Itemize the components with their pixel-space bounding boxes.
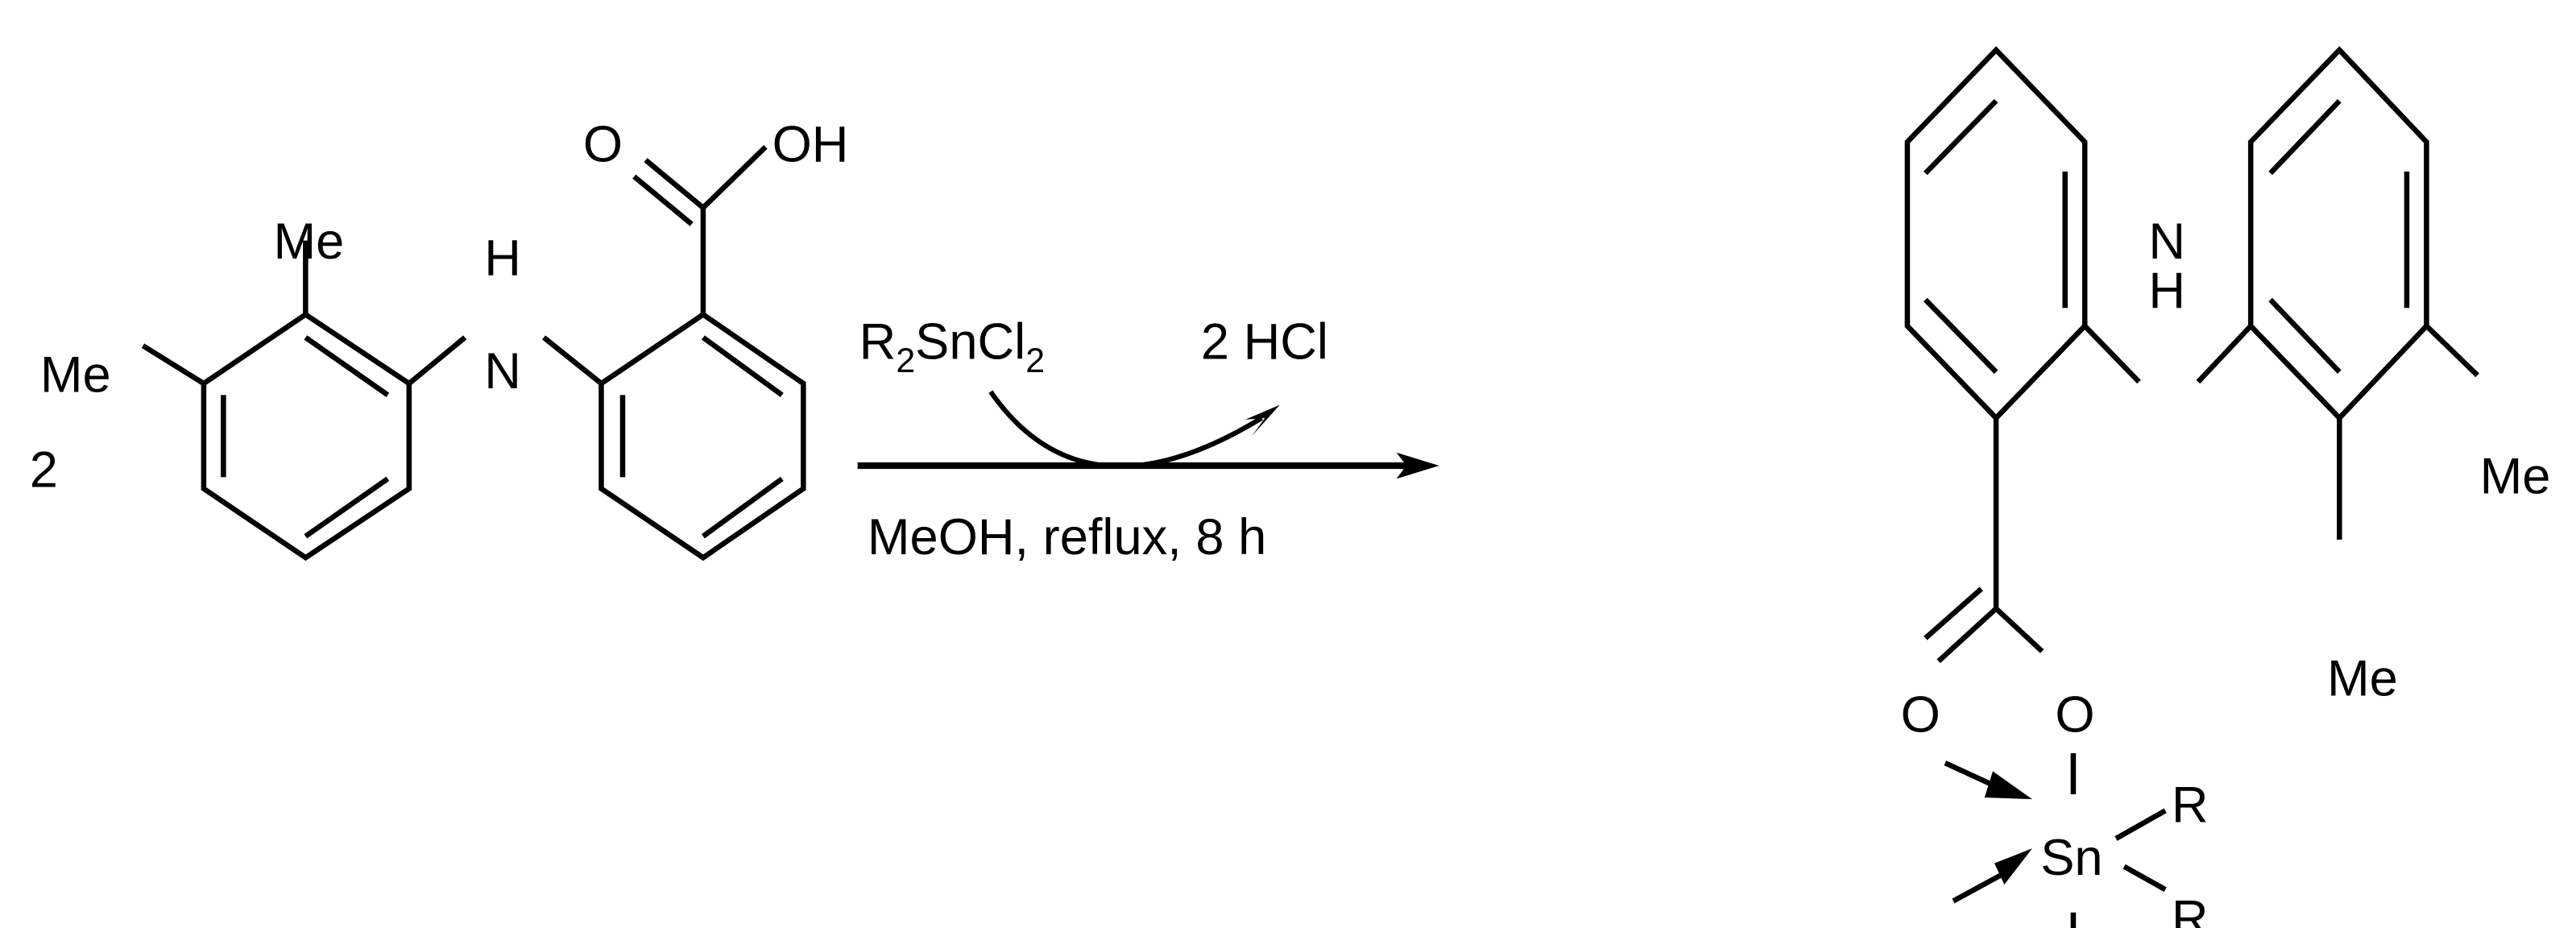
- main-arrow-head: [1396, 452, 1439, 479]
- amine-n-label: N: [484, 343, 521, 400]
- top-carbonyl-o-label: O: [1901, 686, 1940, 743]
- sn-r-bond-top: [2114, 808, 2167, 841]
- methyl-label-left: Me: [40, 346, 111, 403]
- bottom-coordination-arrow: [1952, 868, 2009, 904]
- hydroxyl-label: OH: [772, 117, 849, 173]
- conditions-label: MeOH, reflux, 8 h: [868, 509, 1266, 566]
- reactant-benzoic-ring: [542, 145, 806, 561]
- reactant-xylyl-ring: [141, 240, 467, 561]
- top-xylyl-ring: [2196, 46, 2479, 540]
- top-methyl-ortho-label: Me: [2327, 651, 2398, 707]
- curved-arrow-head: [1245, 404, 1280, 437]
- amine-h-label: H: [484, 230, 521, 286]
- carbonyl-o-label: O: [583, 117, 623, 173]
- top-amine-h-label: H: [2148, 263, 2185, 319]
- top-methyl-meta-label: Me: [2480, 449, 2551, 505]
- r-substituent-bottom: R: [2172, 890, 2209, 928]
- product-structure: N H Me Me O O Sn R R O O: [1901, 46, 2551, 928]
- top-ester-o-label: O: [2055, 686, 2094, 743]
- reaction-arrow: R2SnCl2 2 HCl MeOH, reflux, 8 h: [857, 313, 1439, 566]
- stoichiometry-coefficient: 2: [30, 442, 58, 499]
- bottom-coordination-arrowhead: [1994, 848, 2032, 885]
- byproduct-label: 2 HCl: [1201, 313, 1328, 370]
- tin-atom-label: Sn: [2040, 830, 2102, 886]
- methyl-label-top: Me: [274, 213, 345, 270]
- reactant-structure: 2 Me Me H N O: [30, 117, 849, 561]
- r-substituent-top: R: [2172, 777, 2209, 834]
- sn-r-bond-bottom: [2123, 864, 2167, 893]
- top-benzoate-ring: [1904, 46, 2141, 664]
- top-amine-n-label: N: [2148, 213, 2185, 270]
- top-coordination-arrowhead: [1984, 771, 2032, 800]
- byproduct-curved-arrow: [988, 390, 1263, 469]
- reagent-label: R2SnCl2: [859, 313, 1045, 379]
